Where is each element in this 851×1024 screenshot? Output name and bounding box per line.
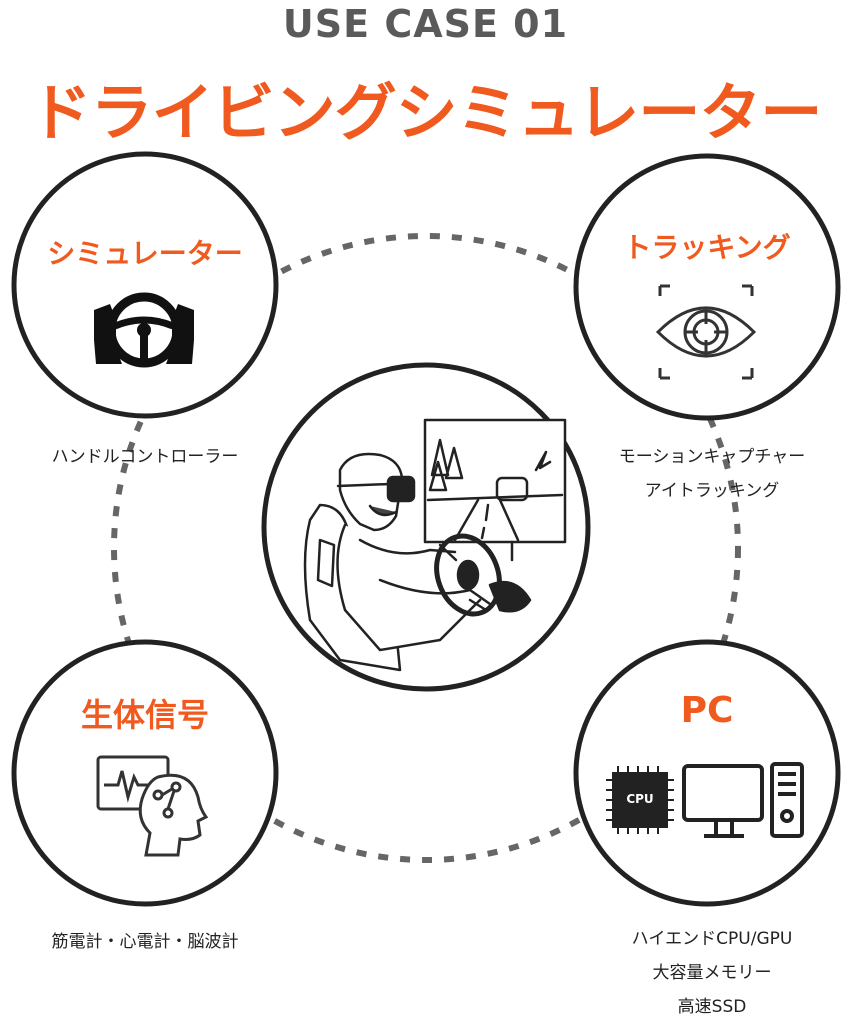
cpu-chip-label: CPU	[626, 792, 653, 806]
node-circle-tracking	[573, 153, 841, 421]
use-case-label: USE CASE 01	[282, 2, 569, 46]
eye-target-icon	[655, 284, 757, 380]
node-circle-pc	[573, 639, 841, 907]
cpu-chip-icon: CPU	[606, 766, 674, 834]
computer-icon: CPU	[606, 762, 804, 838]
connector-ring	[111, 233, 741, 863]
caption-line: 大容量メモリー	[652, 963, 772, 983]
caption-biosignal: 筋電計・心電計・脳波計	[5, 925, 285, 959]
node-title-tracking: トラッキング	[623, 231, 791, 264]
caption-line: ハンドルコントローラー	[51, 447, 239, 467]
page-title: ドライビングシミュレーター	[29, 76, 823, 149]
caption-line: モーションキャプチャー	[618, 447, 806, 467]
caption-tracking: モーションキャプチャー アイトラッキング	[577, 440, 847, 508]
node-title-biosignal: 生体信号	[80, 696, 209, 734]
vr-driving-illustration	[303, 418, 567, 672]
node-title-simulator: シミュレーター	[47, 237, 243, 270]
caption-line: アイトラッキング	[644, 481, 780, 501]
caption-line: 高速SSD	[677, 997, 747, 1017]
brain-monitor-icon	[96, 755, 209, 857]
caption-simulator: ハンドルコントローラー	[5, 440, 285, 474]
steering-wheel-icon	[94, 292, 194, 368]
caption-line: ハイエンドCPU/GPU	[631, 929, 793, 949]
caption-line: 筋電計・心電計・脳波計	[51, 932, 239, 952]
node-circle-simulator	[11, 151, 279, 419]
caption-pc: ハイエンドCPU/GPU 大容量メモリー 高速SSD	[577, 922, 847, 1024]
node-circle-biosignal	[11, 639, 279, 907]
node-title-pc: PC	[680, 690, 734, 731]
